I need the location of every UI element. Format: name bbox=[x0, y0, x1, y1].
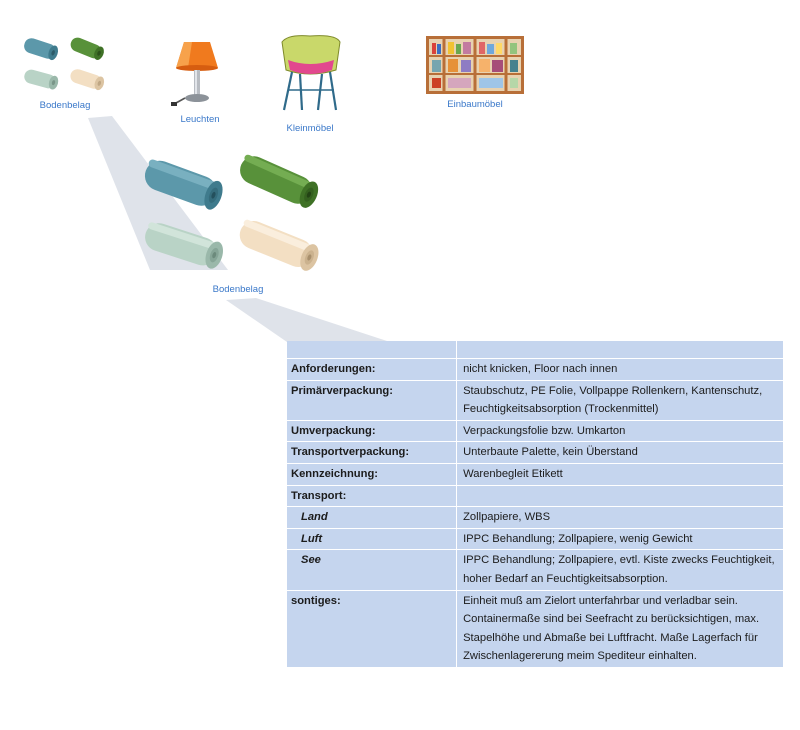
row-label: Transportverpackung: bbox=[287, 441, 458, 464]
built-in-wardrobe-icon bbox=[426, 36, 524, 94]
row-value: Zollpapiere, WBS bbox=[456, 506, 783, 529]
row-value: Einheit muß am Zielort unterfahrbar und … bbox=[456, 590, 783, 668]
zoom-funnel-2 bbox=[226, 298, 390, 342]
table-row: Primärverpackung: Staubschutz, PE Folie,… bbox=[287, 380, 783, 421]
carpet-rolls-icon bbox=[24, 37, 105, 91]
row-label: sontiges: bbox=[287, 590, 458, 668]
detail-bodenbelag: Bodenbelag bbox=[138, 152, 338, 302]
row-label: Luft bbox=[287, 528, 458, 551]
row-label: Anforderungen: bbox=[287, 358, 458, 381]
row-label: Primärverpackung: bbox=[287, 380, 458, 421]
row-value: Unterbaute Palette, kein Überstand bbox=[456, 441, 783, 464]
table-cell bbox=[287, 341, 458, 359]
category-leuchten[interactable]: Leuchten bbox=[160, 38, 240, 128]
row-label: Umverpackung: bbox=[287, 420, 458, 443]
row-label: See bbox=[287, 549, 458, 591]
table-row: Luft IPPC Behandlung; Zollpapiere, wenig… bbox=[287, 528, 783, 551]
table-lamp-icon bbox=[171, 42, 218, 106]
category-label: Leuchten bbox=[180, 114, 220, 125]
detail-label: Bodenbelag bbox=[212, 284, 264, 295]
category-label: Kleinmöbel bbox=[286, 123, 334, 134]
category-label: Bodenbelag bbox=[39, 100, 91, 111]
category-kleinmoebel[interactable]: Kleinmöbel bbox=[268, 34, 352, 138]
chair-icon bbox=[281, 35, 341, 111]
row-value bbox=[456, 485, 783, 508]
packaging-spec-table: Anforderungen: nicht knicken, Floor nach… bbox=[287, 341, 783, 668]
category-label: Einbaumöbel bbox=[447, 99, 503, 110]
row-value: Warenbegleit Etikett bbox=[456, 463, 783, 486]
carpet-rolls-icon bbox=[144, 154, 319, 271]
table-row: Land Zollpapiere, WBS bbox=[287, 506, 783, 529]
row-value: Verpackungsfolie bzw. Umkarton bbox=[456, 420, 783, 443]
row-label: Transport: bbox=[287, 485, 458, 508]
table-row: Anforderungen: nicht knicken, Floor nach… bbox=[287, 358, 783, 381]
table-header-row bbox=[287, 341, 783, 359]
table-cell bbox=[456, 341, 783, 359]
table-row: Umverpackung: Verpackungsfolie bzw. Umka… bbox=[287, 420, 783, 443]
table-row: Transportverpackung: Unterbaute Palette,… bbox=[287, 441, 783, 464]
row-label: Kennzeichnung: bbox=[287, 463, 458, 486]
row-value: IPPC Behandlung; Zollpapiere, evtl. Kist… bbox=[456, 549, 783, 591]
zoom-funnel-1 bbox=[88, 116, 228, 270]
row-value: nicht knicken, Floor nach innen bbox=[456, 358, 783, 381]
row-value: Staubschutz, PE Folie, Vollpappe Rollenk… bbox=[456, 380, 783, 421]
table-row: See IPPC Behandlung; Zollpapiere, evtl. … bbox=[287, 549, 783, 591]
row-value: IPPC Behandlung; Zollpapiere, wenig Gewi… bbox=[456, 528, 783, 551]
category-bodenbelag[interactable]: Bodenbelag bbox=[15, 32, 115, 116]
table-row: sontiges: Einheit muß am Zielort unterfa… bbox=[287, 590, 783, 668]
row-label: Land bbox=[287, 506, 458, 529]
table-row: Kennzeichnung: Warenbegleit Etikett bbox=[287, 463, 783, 486]
table-row: Transport: bbox=[287, 485, 783, 508]
category-einbaumoebel[interactable]: Einbaumöbel bbox=[420, 36, 530, 116]
